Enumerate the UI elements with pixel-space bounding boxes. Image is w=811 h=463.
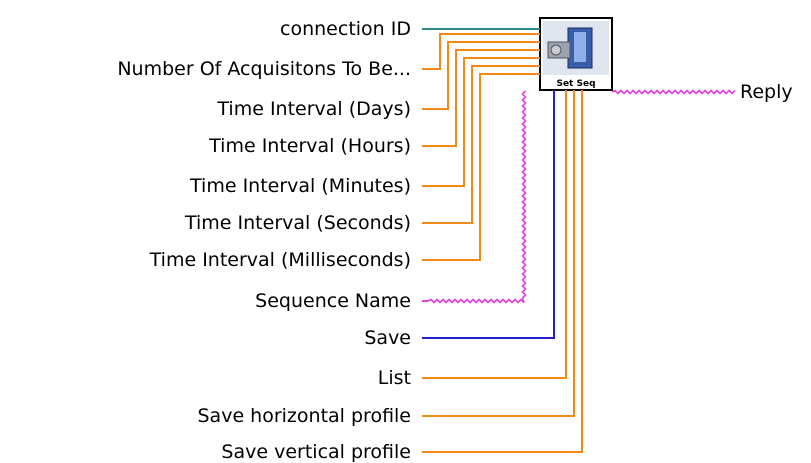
wire-8 — [428, 90, 555, 339]
terminal-label-3: Time Interval (Hours) — [209, 135, 411, 157]
terminal-label-5: Time Interval (Seconds) — [185, 212, 411, 234]
wire-3 — [428, 49, 540, 147]
terminal-label-0: connection ID — [280, 18, 411, 40]
terminal-label-1: Number Of Acquisitons To Be... — [117, 58, 411, 80]
terminal-label-4: Time Interval (Minutes) — [190, 175, 411, 197]
terminal-label-6: Time Interval (Milliseconds) — [149, 249, 411, 271]
wire-2 — [428, 41, 540, 110]
wire-7 — [427, 90, 527, 304]
terminal-label-8: Save — [364, 327, 411, 349]
wire-9 — [428, 90, 567, 379]
terminal-label-2: Time Interval (Days) — [217, 98, 411, 120]
vi-icon[interactable]: Set Seq — [539, 17, 613, 91]
wire-11 — [428, 90, 583, 453]
wire-10 — [428, 90, 575, 417]
output-wire-0 — [611, 89, 736, 95]
wire-4 — [428, 57, 540, 187]
wire-1 — [428, 33, 540, 70]
vi-icon-label: Set Seq — [556, 79, 595, 89]
wire-6 — [428, 73, 540, 261]
terminal-label-7: Sequence Name — [255, 290, 411, 312]
terminal-label-11: Save vertical profile — [221, 441, 411, 463]
output-label-0: Reply — [740, 81, 793, 103]
wire-5 — [428, 65, 540, 224]
terminal-label-9: List — [377, 367, 411, 389]
terminal-label-10: Save horizontal profile — [197, 405, 412, 427]
